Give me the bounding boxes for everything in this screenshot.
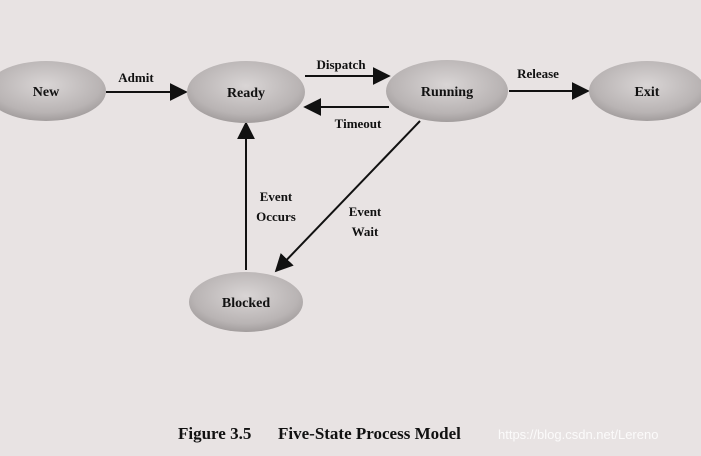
event-wait-label-line2: Wait: [352, 224, 379, 239]
state-exit-label: Exit: [635, 85, 660, 100]
state-blocked: Blocked: [189, 272, 303, 332]
event-wait-arrow: [274, 120, 421, 273]
figure-title: Five-State Process Model: [278, 424, 461, 443]
release-label: Release: [517, 66, 559, 81]
state-new: New: [0, 61, 106, 121]
figure-number: Figure 3.5: [178, 424, 251, 443]
admit-label: Admit: [118, 70, 154, 85]
event-wait-label: Event Wait: [349, 204, 382, 239]
state-blocked-label: Blocked: [222, 296, 270, 311]
state-ready-label: Ready: [227, 86, 265, 101]
event-occurs-label: Event Occurs: [256, 189, 296, 224]
event-occurs-label-line2: Occurs: [256, 209, 296, 224]
state-running: Running: [386, 60, 508, 122]
event-occurs-label-line1: Event: [260, 189, 293, 204]
state-ready: Ready: [187, 61, 305, 123]
dispatch-label: Dispatch: [316, 57, 366, 72]
timeout-label: Timeout: [335, 116, 382, 131]
state-exit: Exit: [589, 61, 701, 121]
state-new-label: New: [33, 85, 60, 100]
watermark-text: https://blog.csdn.net/Lereno: [498, 427, 658, 442]
event-wait-label-line1: Event: [349, 204, 382, 219]
state-running-label: Running: [421, 85, 473, 100]
